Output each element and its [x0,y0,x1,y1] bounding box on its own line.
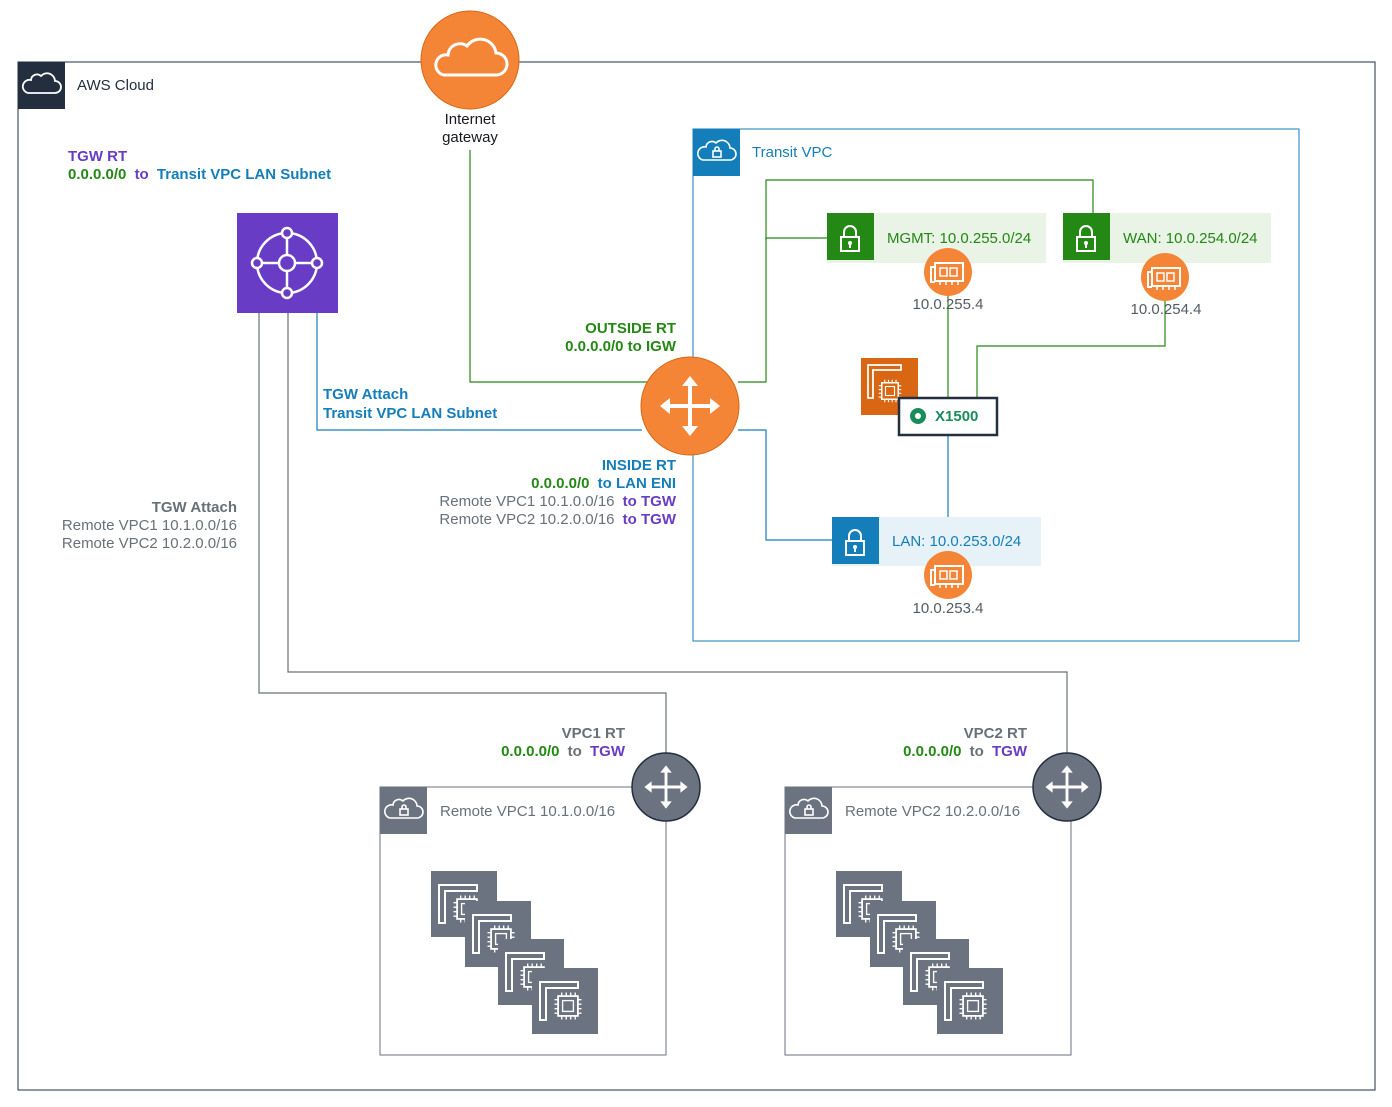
inside-rt-route3: Remote VPC2 10.2.0.0/16 to TGW [439,511,676,528]
tgw-attach-transit-line1: TGW Attach [323,386,408,403]
inside-rt-title: INSIDE RT [602,457,676,474]
internet-gateway[interactable]: Internet gateway [420,10,520,146]
vpc1-rt-title: VPC1 RT [562,725,625,742]
transit-router[interactable] [640,356,740,456]
transit-gateway[interactable] [237,213,338,313]
subnet-lan[interactable]: LAN: 10.0.253.0/24 [832,517,1041,566]
remote-vpc2-label: Remote VPC2 10.2.0.0/16 [845,803,1020,820]
vpc-cloud-lock-icon [789,797,829,819]
remote-vpc2-group: Remote VPC2 10.2.0.0/16 [784,786,1072,1056]
vpc2-rt-title: VPC2 RT [964,725,1027,742]
igw-label-line2: gateway [442,129,498,146]
eni-lan-ip: 10.0.253.4 [913,600,984,617]
network-interface-icon [923,550,973,600]
tgw-attach-remote: TGW Attach Remote VPC1 10.1.0.0/16 Remot… [62,499,237,552]
cloud-icon [21,72,62,94]
vpc2-rt-route: 0.0.0.0/0 to TGW [903,743,1028,760]
tgw-rt-route: 0.0.0.0/0 to Transit VPC LAN Subnet [68,166,331,183]
inside-route-table: INSIDE RT 0.0.0.0/0 to LAN ENI Remote VP… [439,457,676,528]
vpc2-route-table: VPC2 RT 0.0.0.0/0 to TGW [903,725,1028,760]
eni-lan[interactable]: 10.0.253.4 [913,550,984,617]
inside-rt-route2: Remote VPC1 10.1.0.0/16 to TGW [439,493,676,510]
vpc-cloud-lock-icon [697,139,737,161]
vpc1-router[interactable] [631,752,701,822]
eni-mgmt[interactable]: 10.0.255.4 [913,247,984,313]
tgw-attach-transit: TGW Attach Transit VPC LAN Subnet [323,386,497,422]
ec2-instance-icon[interactable] [532,968,598,1034]
tgw-attach-remote-line2: Remote VPC2 10.2.0.0/16 [62,535,237,552]
outside-rt-title: OUTSIDE RT [585,320,676,337]
aws-cloud-badge [18,62,65,109]
tgw-rt-title: TGW RT [68,148,127,165]
tgw-attach-remote-line1: Remote VPC1 10.1.0.0/16 [62,517,237,534]
tgw-attach-transit-line2: Transit VPC LAN Subnet [323,405,497,422]
aws-cloud-group: AWS Cloud [17,61,1376,1091]
vpc1-route-table: VPC1 RT 0.0.0.0/0 to TGW [501,725,626,760]
eni-wan[interactable]: 10.0.254.4 [1131,252,1202,318]
firewall-label: X1500 [935,408,978,425]
vpc-cloud-lock-icon [384,797,424,819]
network-interface-icon [923,247,973,297]
outside-route-table: OUTSIDE RT 0.0.0.0/0 to IGW [565,320,677,355]
subnet-lan-label: LAN: 10.0.253.0/24 [892,533,1021,550]
igw-label-line1: Internet [445,111,497,128]
eni-wan-ip: 10.0.254.4 [1131,301,1202,318]
eni-mgmt-ip: 10.0.255.4 [913,296,984,313]
remote-vpc1-group: Remote VPC1 10.1.0.0/16 [379,786,667,1056]
cloud-icon [434,37,509,77]
connection-lines [258,150,1166,755]
ec2-instance-icon[interactable] [937,968,1003,1034]
vpc2-router[interactable] [1032,752,1102,822]
transit-vpc-badge [693,129,740,176]
ec2-instances-vpc2 [836,871,1003,1034]
inside-rt-route1: 0.0.0.0/0 to LAN ENI [531,475,676,492]
firewall-x1500[interactable]: X1500 [897,396,999,437]
ec2-instances-vpc1 [431,871,598,1034]
subnet-wan-label: WAN: 10.0.254.0/24 [1123,230,1258,247]
subnet-mgmt-label: MGMT: 10.0.255.0/24 [887,230,1031,247]
remote-vpc1-label: Remote VPC1 10.1.0.0/16 [440,803,615,820]
transit-vpc-label: Transit VPC [752,144,832,161]
vpc1-rt-route: 0.0.0.0/0 to TGW [501,743,626,760]
network-interface-icon [1140,252,1190,302]
tgw-route-table: TGW RT 0.0.0.0/0 to Transit VPC LAN Subn… [68,148,331,183]
outside-rt-route: 0.0.0.0/0 to IGW [565,338,677,355]
aws-cloud-label: AWS Cloud [77,77,154,94]
subnet-wan[interactable]: WAN: 10.0.254.0/24 [1063,213,1271,263]
tgw-attach-remote-title: TGW Attach [152,499,237,516]
transit-gateway-icon [250,226,324,300]
